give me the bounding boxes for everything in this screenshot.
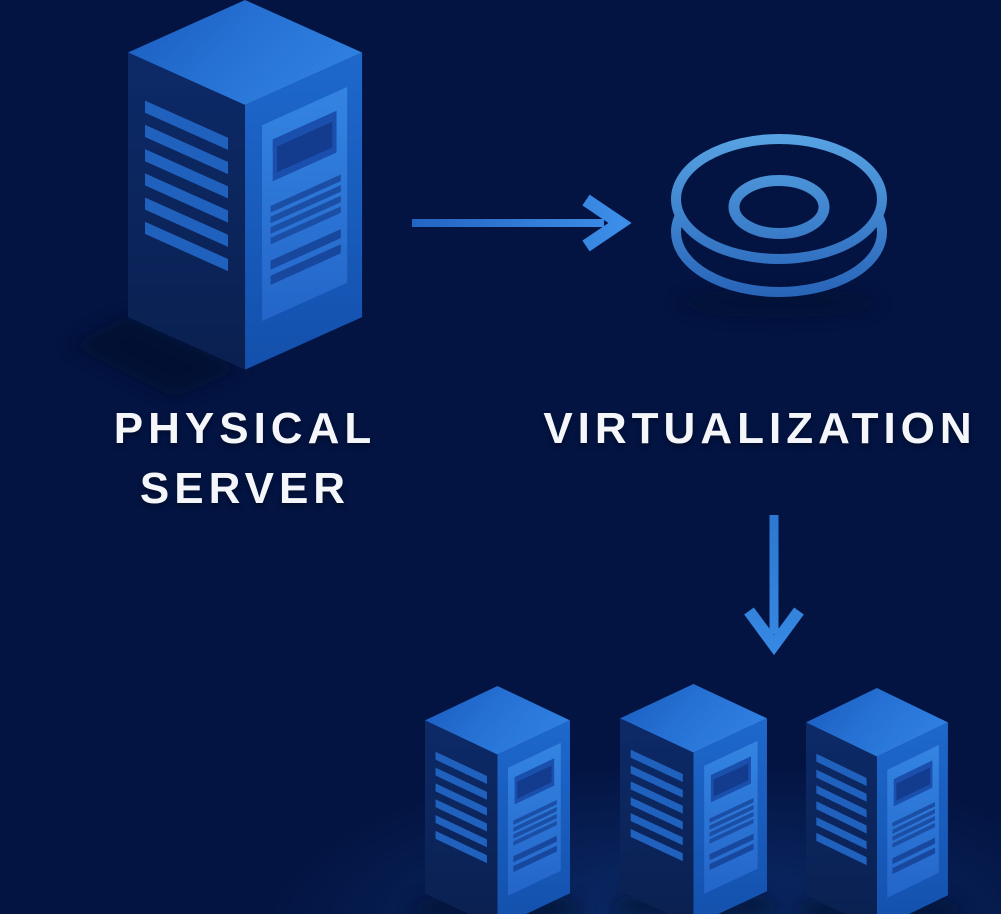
arrow-right-icon [412, 194, 632, 252]
virtualization-label: VIRTUALIZATION [543, 404, 977, 453]
virtual-server-illustration-2 [620, 684, 767, 914]
physical-server-illustration [128, 0, 363, 370]
arrow-down-icon [744, 515, 804, 656]
physical-server-label: PHYSICAL SERVER [45, 399, 445, 519]
physical-server-label-line1: PHYSICAL [113, 404, 377, 453]
virtual-server-illustration-1 [425, 686, 570, 914]
disc-layer-icon [671, 134, 887, 297]
virtual-server-illustration-3 [806, 688, 948, 914]
physical-server-label-line2: SERVER [139, 464, 351, 513]
